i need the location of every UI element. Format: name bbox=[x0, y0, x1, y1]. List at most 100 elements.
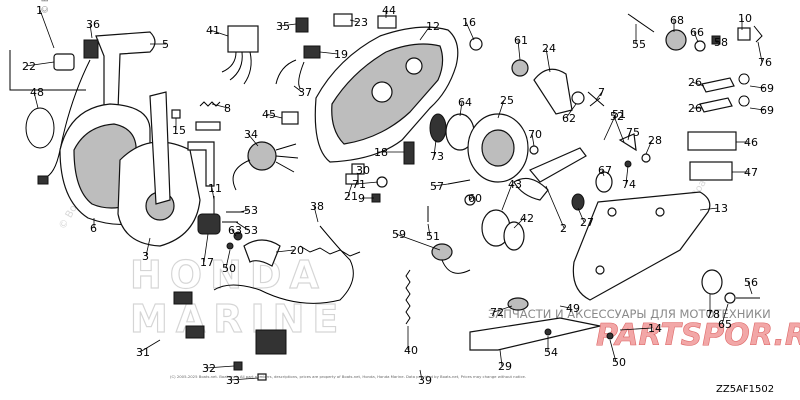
callout-64[interactable]: 64 bbox=[458, 96, 472, 109]
leader-line-2 bbox=[545, 185, 565, 229]
watermark-brand-bottom: MARINE bbox=[130, 297, 346, 341]
callout-19[interactable]: 19 bbox=[334, 48, 348, 61]
callout-63[interactable]: 63 bbox=[228, 224, 242, 237]
callout-51-7[interactable]: 51 bbox=[612, 108, 626, 121]
callout-53[interactable]: 53 bbox=[244, 204, 258, 217]
sensor-wire bbox=[441, 259, 471, 274]
callout-10[interactable]: 10 bbox=[738, 12, 752, 25]
callout-36[interactable]: 36 bbox=[86, 18, 100, 31]
leader-line-28 bbox=[645, 139, 653, 155]
part-46-label bbox=[687, 131, 737, 151]
callout-34[interactable]: 34 bbox=[244, 128, 258, 141]
callout-1[interactable]: 1 bbox=[36, 4, 43, 17]
callout-52[interactable]: 52 bbox=[610, 110, 624, 123]
callout-62[interactable]: 62 bbox=[562, 112, 576, 125]
callout-21[interactable]: 21 bbox=[344, 190, 358, 203]
callout-14[interactable]: 14 bbox=[648, 322, 662, 335]
callout-25[interactable]: 25 bbox=[500, 94, 514, 107]
callout-30[interactable]: 30 bbox=[356, 164, 370, 177]
callout-28[interactable]: 28 bbox=[648, 134, 662, 147]
callout-32[interactable]: 32 bbox=[202, 362, 216, 375]
callout-15[interactable]: 15 bbox=[172, 124, 186, 137]
leader-line-76 bbox=[757, 41, 763, 63]
callout-70[interactable]: 70 bbox=[528, 128, 542, 141]
callout-65[interactable]: 65 bbox=[718, 318, 732, 331]
callout-71[interactable]: 71 bbox=[352, 178, 366, 191]
callout-47[interactable]: 47 bbox=[744, 166, 758, 179]
callout-46[interactable]: 46 bbox=[744, 136, 758, 149]
callout-57[interactable]: 57 bbox=[430, 180, 444, 193]
part-66-washer bbox=[694, 40, 706, 52]
callout-9[interactable]: 9 bbox=[358, 192, 365, 205]
callout-8[interactable]: 8 bbox=[224, 102, 231, 115]
callout-27[interactable]: 27 bbox=[580, 216, 594, 229]
callout-51[interactable]: 51 bbox=[426, 230, 440, 243]
callout-16[interactable]: 16 bbox=[462, 16, 476, 29]
harness-plug-a bbox=[173, 291, 193, 305]
callout-7-1[interactable]: 7 bbox=[598, 86, 605, 99]
callout-33[interactable]: 33 bbox=[226, 374, 240, 387]
callout-3[interactable]: 3 bbox=[142, 250, 149, 263]
callout-31[interactable]: 31 bbox=[136, 346, 150, 359]
callout-61[interactable]: 61 bbox=[514, 34, 528, 47]
callout-40[interactable]: 40 bbox=[404, 344, 418, 357]
callout-12[interactable]: 12 bbox=[426, 20, 440, 33]
callout-5[interactable]: 5 bbox=[162, 38, 169, 51]
leader-line-48 bbox=[33, 91, 39, 109]
callout-2[interactable]: 2 bbox=[560, 222, 567, 235]
callout-20[interactable]: 20 bbox=[290, 244, 304, 257]
callout-78[interactable]: 78 bbox=[706, 308, 720, 321]
callout-6[interactable]: 6 bbox=[90, 222, 97, 235]
part-2-link bbox=[529, 147, 587, 183]
callout-56[interactable]: 56 bbox=[744, 276, 758, 289]
leader-line-64 bbox=[459, 101, 463, 117]
callout-42[interactable]: 42 bbox=[520, 212, 534, 225]
callout-37[interactable]: 37 bbox=[298, 86, 312, 99]
callout-72[interactable]: 72 bbox=[490, 306, 504, 319]
callout-13[interactable]: 13 bbox=[714, 202, 728, 215]
callout-18[interactable]: 18 bbox=[374, 146, 388, 159]
callout-50-5[interactable]: 50 bbox=[612, 356, 626, 369]
part-18-strip bbox=[403, 141, 415, 165]
callout-45[interactable]: 45 bbox=[262, 108, 276, 121]
callout-76[interactable]: 76 bbox=[758, 56, 772, 69]
callout-66[interactable]: 66 bbox=[690, 26, 704, 39]
callout-26[interactable]: 26 bbox=[688, 76, 702, 89]
callout-23[interactable]: 23 bbox=[354, 16, 368, 29]
callout-53-2[interactable]: 53 bbox=[244, 224, 258, 237]
callout-59[interactable]: 59 bbox=[392, 228, 406, 241]
callout-49[interactable]: 49 bbox=[566, 302, 580, 315]
callout-68[interactable]: 68 bbox=[670, 14, 684, 27]
callout-50[interactable]: 50 bbox=[222, 262, 236, 275]
part-42-gauge bbox=[503, 221, 525, 251]
callout-43[interactable]: 43 bbox=[508, 178, 522, 191]
leader-line-71 bbox=[355, 181, 379, 185]
callout-69-3[interactable]: 69 bbox=[760, 104, 774, 117]
callout-54-6[interactable]: 54 bbox=[544, 346, 558, 359]
callout-60[interactable]: 60 bbox=[468, 192, 482, 205]
callout-41[interactable]: 41 bbox=[206, 24, 220, 37]
callout-26-4[interactable]: 26 bbox=[688, 102, 702, 115]
callout-58[interactable]: 58 bbox=[714, 36, 728, 49]
callout-55[interactable]: 55 bbox=[632, 38, 646, 51]
callout-17[interactable]: 17 bbox=[200, 256, 214, 269]
leader-line-23 bbox=[349, 19, 359, 23]
leader-line-67 bbox=[601, 169, 605, 177]
callout-75[interactable]: 75 bbox=[626, 126, 640, 139]
callout-73[interactable]: 73 bbox=[430, 150, 444, 163]
callout-69[interactable]: 69 bbox=[760, 82, 774, 95]
callout-29[interactable]: 29 bbox=[498, 360, 512, 373]
housing-boss-2 bbox=[405, 57, 423, 75]
callout-11[interactable]: 11 bbox=[208, 182, 222, 195]
callout-67[interactable]: 67 bbox=[598, 164, 612, 177]
callout-48[interactable]: 48 bbox=[30, 86, 44, 99]
callout-35[interactable]: 35 bbox=[276, 20, 290, 33]
callout-44[interactable]: 44 bbox=[382, 4, 396, 17]
callout-39[interactable]: 39 bbox=[418, 374, 432, 387]
callout-38[interactable]: 38 bbox=[310, 200, 324, 213]
callout-22[interactable]: 22 bbox=[22, 60, 36, 73]
callout-24[interactable]: 24 bbox=[542, 42, 556, 55]
leader-line-35 bbox=[279, 23, 297, 27]
callout-74[interactable]: 74 bbox=[622, 178, 636, 191]
leader-line-63 bbox=[231, 229, 237, 237]
